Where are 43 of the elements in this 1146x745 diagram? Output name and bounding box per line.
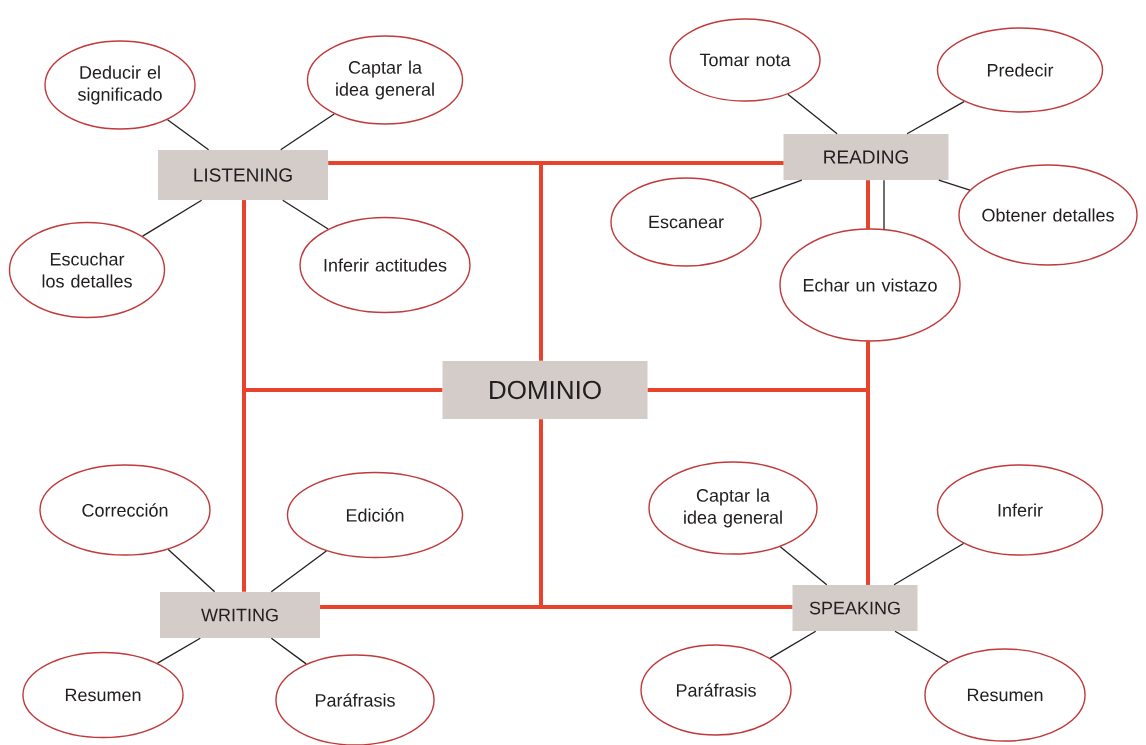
link-line xyxy=(883,179,885,230)
ellipse-node: Captar la idea general xyxy=(648,461,818,555)
link-line xyxy=(787,93,838,135)
ellipse-node: Resumen xyxy=(22,651,184,739)
ellipse-node: Deducir el significado xyxy=(44,40,196,130)
link-line xyxy=(893,542,965,586)
link-line xyxy=(769,630,817,659)
ellipse-node: Predecir xyxy=(936,27,1104,113)
ellipse-node: Escuchar los detalles xyxy=(8,221,166,319)
ellipse-node: Echar un vistazo xyxy=(779,228,961,342)
connector-line xyxy=(320,419,543,609)
connector-line xyxy=(647,388,870,585)
link-line xyxy=(749,179,803,200)
label-box: SPEAKING xyxy=(792,585,918,631)
ellipse-node: Paráfrasis xyxy=(640,644,792,736)
ellipse-node: Resumen xyxy=(924,648,1086,742)
link-line xyxy=(894,630,949,663)
link-line xyxy=(779,546,828,586)
link-line xyxy=(166,119,210,151)
link-line xyxy=(280,113,335,151)
link-line xyxy=(270,637,307,665)
label-box: READING xyxy=(783,134,949,180)
label-box: DOMINIO xyxy=(442,361,648,419)
ellipse-node: Edición xyxy=(286,471,464,559)
ellipse-node: Captar la idea general xyxy=(306,35,464,125)
link-line xyxy=(167,548,216,593)
connector-line xyxy=(866,180,870,230)
link-line xyxy=(270,550,327,593)
ellipse-node: Corrección xyxy=(39,464,211,556)
link-line xyxy=(282,199,329,230)
ellipse-node: Inferir actitudes xyxy=(299,216,471,314)
label-box: WRITING xyxy=(160,592,320,638)
ellipse-node: Escanear xyxy=(610,177,762,267)
ellipse-node: Obtener detalles xyxy=(958,164,1138,266)
connector-line xyxy=(539,161,784,361)
label-box: LISTENING xyxy=(158,150,328,200)
link-line xyxy=(906,100,965,135)
ellipse-node: Tomar nota xyxy=(669,18,821,102)
link-line xyxy=(142,199,203,237)
link-line xyxy=(156,637,201,664)
link-line xyxy=(938,179,971,191)
connector-line xyxy=(242,200,443,392)
ellipse-node: Inferir xyxy=(936,464,1104,556)
